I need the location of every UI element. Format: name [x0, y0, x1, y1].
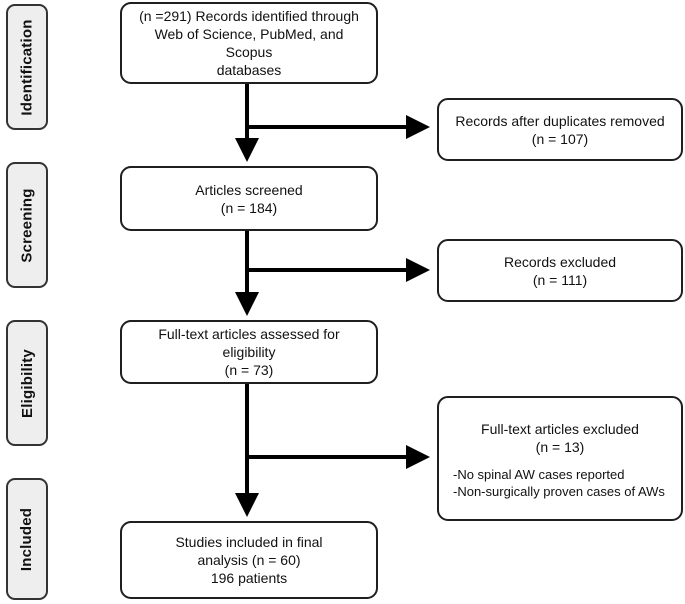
fulltext-excluded-line1: Full-text articles excluded: [481, 421, 639, 437]
included-studies-box: Studies included in final analysis (n = …: [120, 521, 378, 599]
stage-label-included: Included: [6, 478, 48, 600]
included-studies-line1: Studies included in final: [175, 534, 323, 550]
articles-screened-line1: Articles screened: [195, 181, 303, 198]
fulltext-excluded-box: Full-text articles excluded (n = 13) -No…: [437, 396, 683, 521]
eligibility-assessed-line1: Full-text articles assessed for eligibil…: [158, 326, 340, 360]
articles-screened-line2: (n = 184): [220, 199, 278, 216]
duplicates-removed-line2: (n = 107): [531, 130, 589, 147]
stage-label-identification: Identification: [6, 4, 48, 130]
identified-records-line1: (n =291) Records identified through: [139, 8, 359, 24]
exclusion-reason-item: -Non-surgically proven cases of AWs: [453, 484, 665, 499]
exclusion-reason-item: -No spinal AW cases reported: [453, 467, 625, 482]
included-studies-line3: 196 patients: [210, 570, 288, 586]
duplicates-removed-line1: Records after duplicates removed: [455, 112, 665, 129]
included-studies-line2: analysis (n = 60): [197, 552, 301, 568]
identified-records-line3: databases: [216, 62, 282, 78]
fulltext-excluded-line2: (n = 13): [535, 439, 585, 455]
duplicates-removed-box: Records after duplicates removed (n = 10…: [437, 98, 683, 161]
records-excluded-line2: (n = 111): [532, 271, 588, 288]
stage-label-screening: Screening: [6, 162, 48, 288]
articles-screened-box: Articles screened (n = 184): [120, 166, 378, 231]
stage-label-eligibility: Eligibility: [6, 320, 48, 446]
identified-records-box: (n =291) Records identified through Web …: [120, 2, 378, 84]
eligibility-assessed-box: Full-text articles assessed for eligibil…: [120, 320, 378, 384]
exclusion-reasons-list: -No spinal AW cases reported -Non-surgic…: [447, 466, 665, 500]
records-excluded-box: Records excluded (n = 111): [437, 239, 683, 302]
identified-records-line2: Web of Science, PubMed, and Scopus: [154, 26, 344, 60]
eligibility-assessed-line2: (n = 73): [224, 362, 274, 378]
records-excluded-line1: Records excluded: [503, 253, 617, 270]
